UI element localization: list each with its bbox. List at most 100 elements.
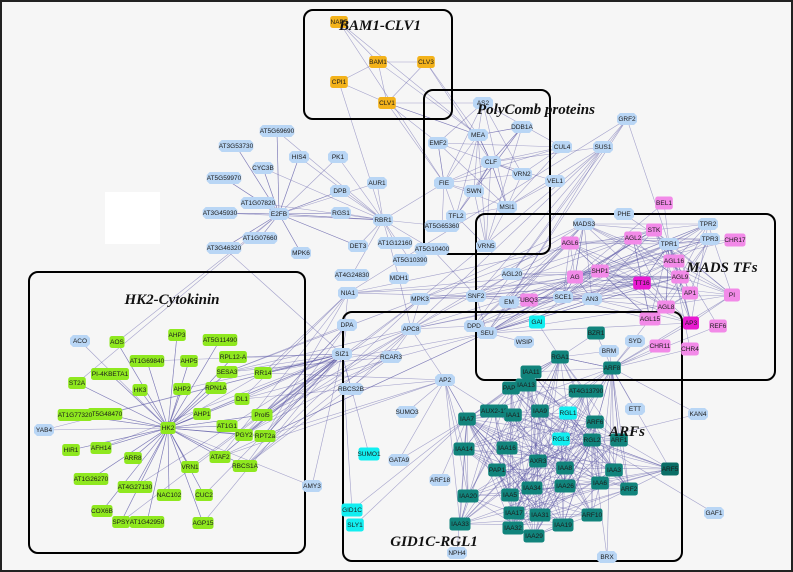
graph-node[interactable]: PAP1: [488, 463, 506, 477]
graph-node[interactable]: SLY1: [346, 518, 364, 532]
graph-node[interactable]: IAA16: [496, 441, 518, 455]
graph-node[interactable]: SCE1: [553, 291, 573, 303]
graph-node[interactable]: CHR17: [724, 233, 746, 247]
graph-node[interactable]: HK2: [160, 422, 176, 434]
graph-node[interactable]: AT5G59970: [206, 172, 242, 184]
graph-node[interactable]: AT5G69690: [259, 125, 295, 137]
graph-node[interactable]: VRN1: [181, 461, 199, 473]
graph-node[interactable]: PAP2: [502, 381, 520, 395]
graph-node[interactable]: IAA26: [554, 479, 576, 493]
graph-node[interactable]: GATA9: [388, 454, 410, 466]
graph-node[interactable]: AT1G42950: [129, 516, 165, 528]
graph-node[interactable]: RGL3: [552, 432, 570, 446]
graph-node[interactable]: PI: [724, 288, 740, 302]
graph-node[interactable]: ARF10: [581, 508, 603, 522]
graph-node[interactable]: RPN1A: [205, 382, 227, 394]
graph-node[interactable]: IAA11: [520, 365, 542, 379]
graph-node[interactable]: CLV3: [417, 56, 435, 68]
graph-node[interactable]: ARF18: [429, 474, 451, 486]
graph-node[interactable]: AP3: [683, 316, 699, 330]
graph-node[interactable]: STK: [646, 223, 662, 237]
graph-node[interactable]: MPK6: [291, 247, 311, 259]
graph-node[interactable]: AT5G10400: [414, 243, 450, 255]
graph-node[interactable]: AT1G26270: [73, 473, 109, 485]
graph-node[interactable]: BRX: [597, 551, 617, 563]
graph-node[interactable]: AHP2: [173, 383, 191, 395]
graph-node[interactable]: SESA3: [216, 366, 238, 378]
graph-node[interactable]: AP2: [435, 374, 455, 386]
graph-node[interactable]: E2FB: [269, 208, 289, 220]
graph-node[interactable]: AS2: [473, 97, 493, 109]
graph-node[interactable]: SEU: [477, 327, 497, 339]
graph-node[interactable]: RBCS1A: [232, 460, 259, 472]
graph-node[interactable]: RBR1: [373, 214, 393, 226]
graph-node[interactable]: VRN5: [476, 240, 496, 252]
graph-node[interactable]: PGY2: [235, 429, 253, 441]
graph-node[interactable]: AP1: [682, 286, 698, 300]
graph-node[interactable]: RGS1: [331, 207, 351, 219]
graph-node[interactable]: KAN4: [688, 408, 708, 420]
graph-node[interactable]: Prol5: [251, 409, 273, 421]
graph-node[interactable]: ST2A: [68, 377, 86, 389]
graph-node[interactable]: CUL4: [552, 141, 572, 153]
graph-node[interactable]: AOS: [109, 336, 125, 348]
graph-node[interactable]: DPA: [337, 319, 357, 331]
graph-node[interactable]: CUC2: [195, 489, 213, 501]
graph-node[interactable]: HIS4: [289, 151, 309, 163]
graph-node[interactable]: TPR3: [700, 233, 720, 245]
graph-node[interactable]: AT4G27130: [117, 481, 153, 493]
graph-node[interactable]: CPI1: [330, 76, 348, 88]
graph-node[interactable]: DET3: [348, 240, 368, 252]
graph-node[interactable]: ARF5: [661, 462, 679, 476]
graph-node[interactable]: REF6: [709, 319, 727, 333]
graph-node[interactable]: GAF1: [704, 507, 724, 519]
graph-node[interactable]: PK1: [328, 151, 348, 163]
graph-node[interactable]: RPT2a: [254, 430, 276, 442]
graph-node[interactable]: MEA: [468, 129, 488, 141]
graph-node[interactable]: RR14: [254, 367, 272, 379]
graph-node[interactable]: MPK3: [410, 293, 430, 305]
graph-node[interactable]: IAA3: [605, 463, 623, 477]
graph-node[interactable]: IAA32: [502, 521, 524, 535]
graph-node[interactable]: AHP5: [180, 355, 198, 367]
graph-node[interactable]: GID1C: [341, 503, 363, 517]
graph-node[interactable]: RGL1: [559, 406, 577, 420]
graph-node[interactable]: RBCS2B: [338, 383, 364, 395]
graph-node[interactable]: RGA1: [551, 350, 569, 364]
graph-node[interactable]: AT4G13790: [568, 384, 604, 398]
graph-node[interactable]: WSIP: [514, 336, 534, 348]
graph-node[interactable]: GAI: [529, 315, 545, 329]
graph-node[interactable]: UBQ3: [520, 293, 538, 307]
graph-node[interactable]: NAC102: [157, 489, 182, 501]
graph-node[interactable]: TT16: [633, 276, 651, 290]
graph-node[interactable]: BRM: [599, 345, 619, 357]
graph-node[interactable]: ATAF2: [209, 451, 231, 463]
graph-node[interactable]: SUMO3: [395, 406, 419, 418]
graph-node[interactable]: CLF: [481, 156, 501, 168]
graph-node[interactable]: YAB4: [34, 424, 54, 436]
graph-node[interactable]: EM: [499, 296, 519, 308]
graph-node[interactable]: ARF2: [620, 482, 638, 496]
graph-node[interactable]: IAA13: [515, 378, 537, 392]
graph-node[interactable]: NPH4: [447, 547, 467, 559]
graph-node[interactable]: RGL2: [583, 433, 601, 447]
graph-node[interactable]: AT5G65360: [424, 220, 460, 232]
graph-node[interactable]: AT1G77320: [57, 409, 93, 421]
graph-node[interactable]: APC8: [401, 323, 421, 335]
graph-node[interactable]: AGL9: [671, 270, 689, 284]
graph-node[interactable]: IAA29: [523, 529, 545, 543]
graph-node[interactable]: IAA1: [504, 408, 522, 422]
graph-node[interactable]: PI-4KBETA1: [91, 368, 129, 380]
graph-node[interactable]: SYD: [625, 335, 645, 347]
graph-node[interactable]: AUX2-11: [480, 404, 508, 418]
graph-node[interactable]: CHR11: [649, 339, 671, 353]
graph-node[interactable]: BAM1: [369, 56, 387, 68]
graph-node[interactable]: RCAR3: [380, 351, 402, 363]
graph-node[interactable]: SHP1: [591, 264, 609, 278]
graph-node[interactable]: AT5G10390: [392, 254, 428, 266]
graph-node[interactable]: TFL2: [446, 210, 466, 222]
graph-node[interactable]: AGL8: [657, 300, 675, 314]
graph-node[interactable]: IAA7: [458, 412, 476, 426]
graph-node[interactable]: AT1G07660: [242, 232, 278, 244]
graph-node[interactable]: EMF2: [428, 137, 448, 149]
